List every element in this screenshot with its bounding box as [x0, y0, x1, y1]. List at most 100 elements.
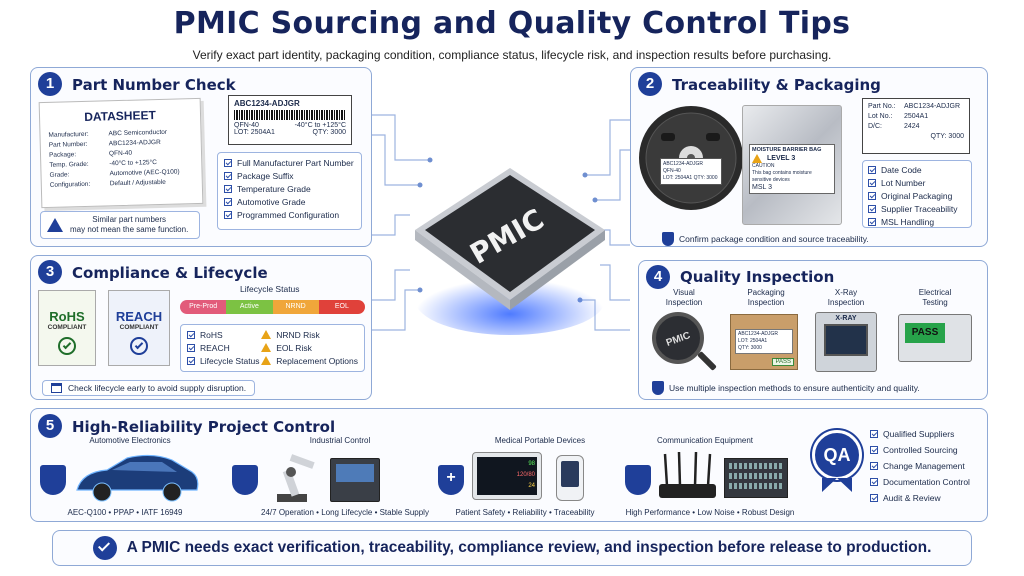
monitor-value-2: 120/80: [516, 472, 535, 478]
checkbox-icon: [187, 343, 195, 352]
lifecycle-title: Lifecycle Status: [240, 284, 300, 294]
step-number-4: 4: [646, 265, 670, 289]
checkbox-icon: [187, 356, 195, 365]
tag-value: 2504A1: [904, 113, 929, 120]
datasheet-key: Configuration:: [49, 180, 91, 189]
check-item: Qualified Suppliers: [870, 426, 980, 442]
control-cabinet-icon: [330, 458, 380, 502]
check-circle-icon: [92, 536, 117, 560]
bag-title: MOISTURE BARRIER BAG: [752, 147, 822, 153]
calendar-icon: [51, 383, 62, 393]
checkbox-icon: [870, 494, 878, 502]
step-number-2: 2: [638, 72, 662, 96]
checkbox-icon: [870, 446, 878, 454]
checkbox-icon: [868, 217, 876, 226]
check-item: Lot Number: [868, 176, 966, 189]
pmic-chip: [415, 168, 605, 335]
area-communication-foot: High Performance • Low Noise • Robust De…: [625, 508, 795, 517]
reach-sub: COMPLIANT: [119, 324, 159, 331]
bag-msl: MSL 3: [752, 184, 772, 191]
tag-value: ABC1234-ADJGR: [904, 103, 961, 110]
area-medical: Medical Portable Devices: [494, 436, 586, 445]
p3-checklist: RoHS REACH Lifecycle Status NRND Risk EO…: [180, 324, 365, 372]
p4-note: Use multiple inspection methods to ensur…: [652, 381, 920, 395]
footer-banner: A PMIC needs exact verification, traceab…: [52, 530, 972, 566]
risk-item: Replacement Options: [261, 354, 358, 367]
p5-checklist: Qualified Suppliers Controlled Sourcing …: [870, 426, 980, 506]
moisture-barrier-bag: MOISTURE BARRIER BAG LEVEL 3 CAUTION Thi…: [742, 105, 842, 225]
qa-ribbon: [822, 478, 852, 492]
patient-monitor: 98 120/80 24: [472, 452, 542, 500]
warning-icon: [261, 356, 272, 365]
label-package: QFN-40: [234, 122, 259, 129]
caution-icon: [752, 154, 762, 163]
label-lot: LOT: 2504A1: [234, 129, 275, 136]
datasheet-heading: DATASHEET: [84, 108, 156, 124]
lifecycle-stage: Active: [226, 300, 273, 314]
handheld-device: [556, 455, 584, 501]
barcode: [234, 110, 346, 120]
area-industrial-foot: 24/7 Operation • Long Lifecycle • Stable…: [261, 508, 429, 517]
shield-icon: [652, 381, 664, 395]
footer-text: A PMIC needs exact verification, traceab…: [126, 539, 932, 556]
bag-caution: CAUTION: [752, 163, 775, 169]
area-industrial: Industrial Control: [309, 436, 371, 445]
p3-note: Check lifecycle early to avoid supply di…: [42, 380, 256, 396]
area-automotive-foot: AEC-Q100 • PPAP • IATF 16949: [67, 508, 183, 517]
warning-icon: [261, 330, 272, 339]
panel-title-2: Traceability & Packaging: [672, 76, 881, 94]
wifi-shield-icon: [625, 465, 651, 495]
page-title: PMIC Sourcing and Quality Control Tips: [173, 6, 851, 41]
check-item: MSL Handling: [868, 215, 966, 228]
area-medical-foot: Patient Safety • Reliability • Traceabil…: [455, 508, 595, 517]
check-item: REACH: [187, 341, 260, 354]
qa-label: QA: [823, 445, 851, 465]
rohs-name: RoHS: [49, 309, 85, 324]
check-item: Package Suffix: [224, 169, 355, 182]
tester-display: PASS: [905, 323, 945, 343]
checkbox-icon: [870, 462, 878, 470]
check-item: Supplier Traceability: [868, 202, 966, 215]
bag-level: LEVEL 3: [767, 155, 796, 162]
monitor-value-1: 98: [528, 461, 535, 467]
warning-icon: [261, 343, 272, 352]
datasheet-value: ABC1234-ADJGR: [108, 138, 161, 148]
checkbox-icon: [870, 430, 878, 438]
reach-doc: REACH COMPLIANT: [108, 290, 170, 366]
check-item: Documentation Control: [870, 474, 980, 490]
shield-car-icon: [40, 465, 66, 495]
checkbox-icon: [868, 191, 876, 200]
car-icon: [76, 454, 199, 502]
p2-note: Confirm package condition and source tra…: [662, 232, 869, 246]
tag-key: D/C:: [868, 123, 882, 130]
panel-title-1: Part Number Check: [72, 76, 236, 94]
step-number-3: 3: [38, 260, 62, 284]
qa-badge-icon: QA: [812, 430, 862, 480]
check-item: Full Manufacturer Part Number: [224, 156, 355, 169]
checkbox-icon: [870, 478, 878, 486]
check-item: Audit & Review: [870, 490, 980, 506]
rohs-doc: RoHS COMPLIANT: [38, 290, 96, 366]
checkbox-icon: [868, 204, 876, 213]
lifecycle-stage: NRND: [272, 300, 319, 314]
network-rack-icon: [724, 458, 788, 498]
tag-key: Lot No.:: [868, 113, 893, 120]
rohs-sub: COMPLIANT: [47, 324, 87, 331]
checkbox-icon: [868, 178, 876, 187]
checkbox-icon: [224, 171, 232, 180]
area-automotive: Automotive Electronics: [89, 436, 171, 445]
label-part-number: ABC1234-ADJGR: [234, 99, 300, 108]
robot-arm-icon: [277, 454, 315, 502]
checkbox-icon: [224, 184, 232, 193]
risk-item: EOL Risk: [261, 341, 358, 354]
checkbox-icon: [224, 210, 232, 219]
datasheet-card: DATASHEET Manufacturer:ABC Semiconductor…: [38, 97, 204, 209]
pass-tag: PASS: [772, 358, 794, 366]
